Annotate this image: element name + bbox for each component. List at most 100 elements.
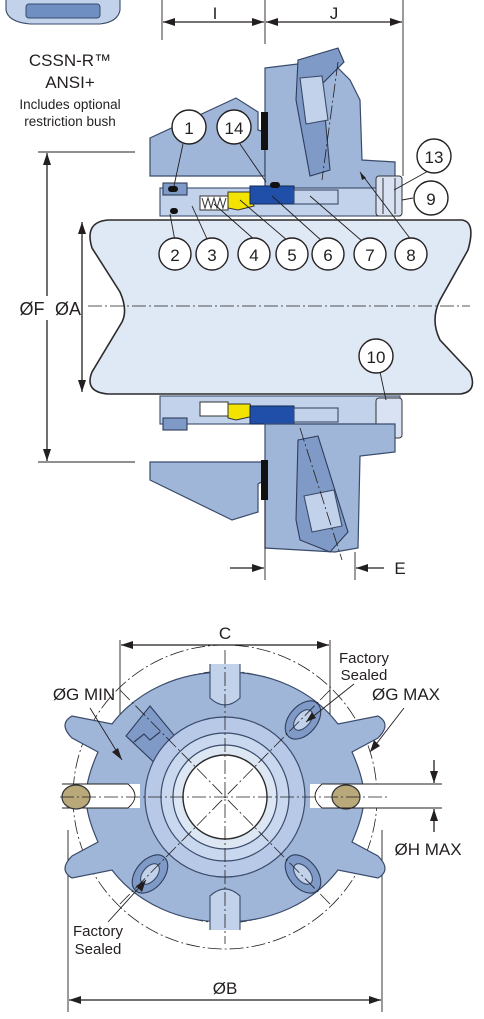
oring-7: [270, 182, 280, 188]
svg-text:14: 14: [225, 119, 244, 138]
svg-text:4: 4: [249, 246, 258, 265]
slot-right-outline: [314, 783, 388, 809]
dim-b-arrow-r: [369, 996, 381, 1004]
svg-text:2: 2: [170, 246, 179, 265]
gasket-bottom: [261, 460, 268, 500]
dim-h-arrow-bottom: [430, 809, 438, 821]
callout-7: 7: [353, 237, 387, 271]
leader-g-min-arrow: [112, 748, 122, 760]
leader-8: [359, 171, 413, 242]
dim-h-label: ØH MAX: [394, 840, 461, 859]
stationary-bottom: [293, 407, 339, 423]
svg-text:6: 6: [323, 246, 332, 265]
callout-14: 14: [216, 109, 252, 145]
svg-text:1: 1: [184, 119, 193, 138]
lower-port-bore: [303, 489, 343, 533]
callout-6: 6: [311, 237, 345, 271]
leader-4: [213, 203, 257, 242]
yellow-seat-bottom: [227, 403, 255, 421]
leader-2: [169, 213, 176, 242]
oring-2: [170, 208, 178, 214]
centerline-diag-2: [119, 689, 331, 905]
callout-1: 1: [171, 109, 207, 145]
callout-9: 9: [413, 180, 449, 216]
dim-j-arrow-l: [266, 18, 278, 26]
dim-b-arrow-l: [69, 996, 81, 1004]
dim-a-arrow-top: [78, 222, 86, 234]
dim-e-label: E: [394, 559, 405, 578]
slot-left-outline: [62, 783, 136, 809]
callout-5: 5: [275, 237, 309, 271]
svg-text:10: 10: [367, 348, 386, 367]
dim-i-label: I: [213, 4, 218, 23]
product-note-line2: restriction bush: [24, 114, 116, 129]
lower-housing: [149, 461, 266, 521]
upper-port-bore: [299, 75, 329, 125]
product-name: CSSN-R™: [29, 51, 111, 70]
product-variant: ANSI+: [45, 73, 95, 92]
leader-1: [173, 143, 184, 187]
dim-c-arrow-r: [317, 641, 329, 649]
leader-7: [309, 195, 363, 242]
leader-8-arrow: [360, 172, 366, 180]
svg-text:13: 13: [425, 148, 444, 167]
factory-sealed-bottom-line2: Sealed: [75, 941, 122, 958]
callout-2: 2: [158, 237, 192, 271]
dim-g-min-label: ØG MIN: [53, 685, 115, 704]
blue-face-top: [249, 185, 295, 205]
dim-b-label: ØB: [213, 979, 238, 998]
dim-j-arrow-r: [390, 18, 402, 26]
product-icon-core: [25, 3, 101, 19]
dim-f-label: ØF: [20, 299, 45, 319]
port-axis-top: [321, 61, 339, 181]
blue-face-bottom: [249, 405, 295, 425]
callout-13: 13: [416, 138, 452, 174]
callout-4: 4: [237, 237, 271, 271]
port-axis-bottom: [299, 427, 343, 561]
dim-f-arrow-top: [43, 153, 51, 165]
dim-c-label: C: [219, 624, 231, 643]
dim-g-max-label: ØG MAX: [372, 685, 440, 704]
leader-g-max-arrow: [370, 740, 380, 752]
dim-f-label-bg: [18, 296, 80, 320]
dim-h-arrow-top: [430, 771, 438, 783]
collar-bottom: [162, 417, 188, 431]
port-hole-bottom-right: [293, 863, 313, 885]
spring-coils-top: [201, 196, 227, 210]
stationary-top: [293, 189, 339, 205]
leader-9: [401, 197, 414, 201]
leader-10: [379, 371, 387, 401]
callout-3: 3: [195, 237, 229, 271]
leader-6: [271, 195, 323, 242]
gasket-top: [261, 112, 268, 150]
dim-f-arrow-bottom: [43, 449, 51, 461]
factory-sealed-bottom-line1: Factory: [73, 923, 124, 940]
dim-i-arrow-r: [252, 18, 264, 26]
leader-factory-sealed-bottom-arrow: [136, 880, 146, 892]
svg-text:7: 7: [365, 246, 374, 265]
dim-i-arrow-l: [163, 18, 175, 26]
leader-14: [239, 143, 267, 183]
svg-text:5: 5: [287, 246, 296, 265]
dim-a-arrow-bottom: [78, 380, 86, 392]
dim-j-label: J: [330, 4, 339, 23]
screw-bottom: [199, 401, 229, 417]
dim-c-arrow-l: [121, 641, 133, 649]
svg-text:3: 3: [207, 246, 216, 265]
factory-sealed-top-line2: Sealed: [341, 667, 388, 684]
leader-3: [191, 205, 209, 242]
callout-8: 8: [394, 237, 428, 271]
leader-factory-sealed-top-arrow: [306, 712, 316, 722]
label-plate-marking: [133, 731, 161, 743]
svg-text:9: 9: [426, 190, 435, 209]
dim-a-label: ØA: [55, 299, 81, 319]
svg-text:8: 8: [406, 246, 415, 265]
dim-e-arrow-right: [356, 564, 368, 572]
leader-5: [239, 199, 289, 242]
oring-1: [168, 186, 178, 192]
callout-10: 10: [358, 338, 394, 374]
dim-e-arrow-left: [252, 564, 264, 572]
leader-13: [393, 169, 431, 191]
port-hole-top-right: [293, 709, 313, 731]
